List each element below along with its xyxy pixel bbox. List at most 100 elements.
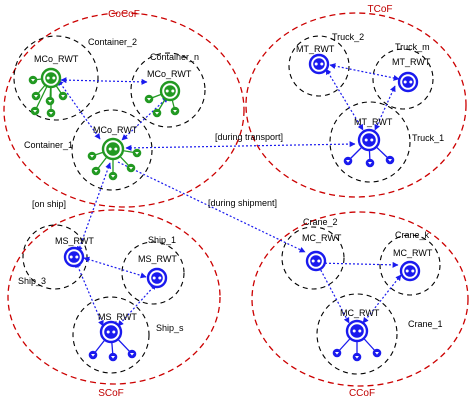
label-container-1: Container_1 — [24, 140, 73, 150]
node-mco-rwt-c1-sub-node-glyph — [94, 170, 98, 173]
node-mt-rwt-tm — [397, 71, 419, 93]
node-mc-rwt-c2 — [305, 250, 327, 272]
node-mc-rwt-c2-hub-dot — [317, 259, 321, 263]
node-mco-rwt-c2-hub-core — [45, 72, 57, 84]
node-ms-rwt-s3-hub-core — [68, 251, 80, 263]
label-mco-rwt-c1: MCo_RWT — [93, 125, 138, 135]
node-mco-rwt-c2-sub-node-glyph — [48, 100, 52, 103]
cluster-scof-title: SCoF — [98, 388, 124, 399]
cluster-scof: SCoF — [7, 209, 221, 399]
link-tm-t1 — [374, 85, 396, 131]
node-mco-rwt-c2-hub-dot — [52, 76, 56, 80]
link-c2-c1 — [57, 79, 101, 140]
label-mt-rwt-t1: MT_RWT — [354, 117, 393, 127]
node-layer — [28, 53, 421, 362]
node-mc-rwt-c1-sub-node-glyph — [355, 356, 359, 359]
node-ms-rwt-s1 — [146, 267, 168, 289]
node-mt-rwt-t2 — [308, 53, 330, 75]
link-during-transport — [125, 141, 356, 151]
node-mt-rwt-t1-hub-dot — [370, 138, 374, 142]
label-ms-rwt-s1: MS_RWT — [138, 254, 177, 264]
node-ms-rwt-ss-hub-core — [104, 325, 118, 339]
label-during-transport: [during transport] — [215, 132, 283, 142]
label-on-ship: [on ship] — [32, 199, 66, 209]
link-t2-tm — [329, 63, 400, 81]
label-mc-rwt-c2: MC_RWT — [302, 233, 342, 243]
label-crane-2: Crane_2 — [303, 217, 338, 227]
node-mt-rwt-t2-hub-dot — [314, 62, 318, 66]
node-mco-rwt-c2-hub-dot — [46, 76, 50, 80]
node-mc-rwt-ck-hub-dot — [411, 269, 415, 273]
label-during-shipment: [during shipment] — [208, 198, 277, 208]
node-mc-rwt-c1-sub-node-glyph — [375, 352, 379, 355]
node-mc-rwt-c1-hub-dot — [358, 329, 362, 333]
node-mco-rwt-cn-hub-dot — [171, 89, 175, 93]
node-mco-rwt-cn-sub-node-glyph — [147, 98, 151, 101]
node-mt-rwt-t1-sub-node-glyph — [368, 162, 372, 165]
label-ship-3: Ship_3 — [18, 276, 46, 286]
node-mco-rwt-c2-sub-node-glyph — [31, 79, 35, 82]
node-mt-rwt-t1-sub-node-glyph — [346, 160, 350, 163]
node-mt-rwt-tm-hub-dot — [409, 80, 413, 84]
group-crane-1 — [316, 293, 398, 375]
node-mco-rwt-c2-sub-node-glyph — [61, 95, 65, 98]
label-container-2: Container_2 — [88, 37, 137, 47]
label-truck-2: Truck_2 — [332, 32, 364, 42]
node-ms-rwt-ss-sub-node-glyph — [91, 354, 95, 357]
node-mc-rwt-c1-sub-node-glyph — [335, 352, 339, 355]
node-mco-rwt-c2-sub-node-glyph — [33, 110, 37, 113]
node-ms-rwt-ss — [88, 320, 137, 362]
node-mco-rwt-c2-sub-node-glyph — [34, 95, 38, 98]
label-crane-k: Crane_k — [395, 230, 430, 240]
link-s1-ss — [117, 283, 157, 327]
label-mt-rwt-tm: MT_RWT — [392, 57, 431, 67]
node-mc-rwt-c1-hub-dot — [352, 329, 356, 333]
label-mco-rwt-c2: MCo_RWT — [34, 54, 79, 64]
node-mc-rwt-ck-hub-core — [404, 265, 416, 277]
node-mt-rwt-t1-hub-core — [362, 133, 376, 147]
label-container-n: Container_n — [150, 52, 199, 62]
group-ship-s — [72, 296, 150, 374]
node-mco-rwt-c2 — [28, 67, 68, 118]
node-ms-rwt-s1-hub-core — [151, 272, 163, 284]
group-crane-2 — [281, 226, 345, 290]
node-mc-rwt-c1 — [332, 319, 382, 362]
cluster-tcof-title: TCoF — [368, 4, 393, 15]
node-ms-rwt-s1-hub-dot — [152, 276, 156, 280]
node-ms-rwt-ss-hub-dot — [106, 330, 110, 334]
label-ship-1: Ship_1 — [148, 235, 176, 245]
cluster-ccof-title: CCoF — [349, 388, 375, 399]
node-mco-rwt-c2-sub-node-glyph — [49, 112, 53, 115]
node-mco-rwt-c1-hub-dot — [108, 147, 112, 151]
node-mt-rwt-t1 — [343, 128, 395, 168]
node-ms-rwt-s1-hub-dot — [158, 276, 162, 280]
node-mco-rwt-c1-sub-node-glyph — [111, 175, 115, 178]
label-mco-rwt-cn: MCo_RWT — [147, 69, 192, 79]
label-ms-rwt-s3: MS_RWT — [55, 236, 94, 246]
node-mc-rwt-ck — [399, 260, 421, 282]
label-truck-m: Truck_m — [395, 42, 430, 52]
link-cr2-cr1 — [316, 262, 350, 324]
node-ms-rwt-s3-hub-dot — [69, 255, 73, 259]
node-mc-rwt-ck-hub-dot — [405, 269, 409, 273]
node-ms-rwt-ss-sub-node-glyph — [130, 353, 134, 356]
node-mc-rwt-c2-hub-dot — [311, 259, 315, 263]
cluster-ccof: CCoF — [251, 211, 469, 399]
links — [57, 63, 402, 327]
node-mc-rwt-c1-hub-core — [350, 324, 364, 338]
node-mco-rwt-c1-sub-node-glyph — [129, 167, 133, 170]
node-mco-rwt-c1-sub-node-glyph — [90, 155, 94, 158]
node-mco-rwt-cn-hub-dot — [165, 89, 169, 93]
cluster-cocof: CoCoF — [3, 9, 245, 208]
node-mt-rwt-t1-sub-node-glyph — [388, 159, 392, 162]
node-ms-rwt-s3-hub-dot — [75, 255, 79, 259]
node-mt-rwt-t1-hub-dot — [364, 138, 368, 142]
node-mco-rwt-c1-hub-dot — [114, 147, 118, 151]
node-mco-rwt-cn — [144, 80, 181, 118]
label-ms-rwt-ss: MS_RWT — [98, 312, 137, 322]
node-mco-rwt-c1-sub-node-glyph — [135, 152, 139, 155]
group-truck-1 — [329, 101, 411, 183]
node-ms-rwt-ss-hub-dot — [112, 330, 116, 334]
label-truck-1: Truck_1 — [412, 133, 444, 143]
